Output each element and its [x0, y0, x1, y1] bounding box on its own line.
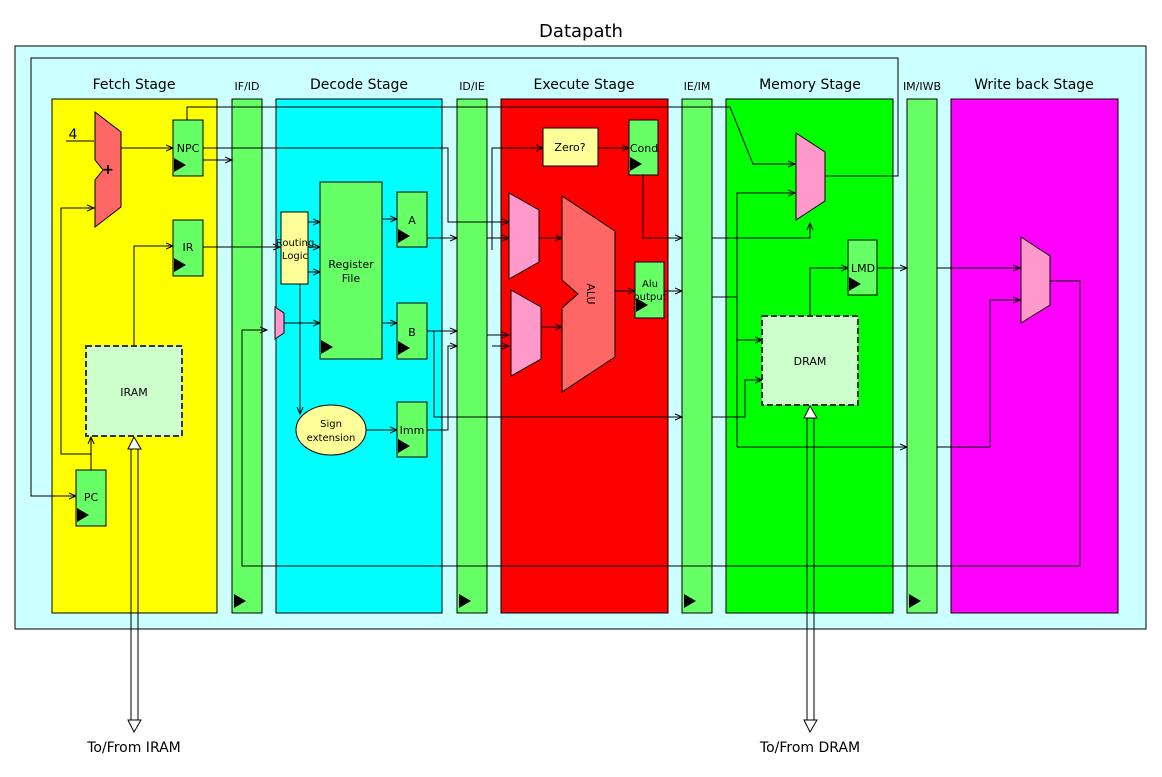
zero-check-block [542, 127, 599, 167]
sign-extension-block [295, 404, 367, 456]
alu-output-label-line2: output [634, 292, 667, 303]
clock-triangle-icon [684, 594, 696, 608]
clock-triangle-icon [459, 594, 471, 608]
ir-label: IR [183, 241, 194, 254]
register-file-label-line2: File [342, 272, 361, 285]
execute-mux-top [508, 192, 540, 280]
pc-adder [94, 110, 122, 229]
decode-stage-label: Decode Stage [310, 77, 408, 93]
dram-label: DRAM [794, 355, 827, 368]
wires [30, 57, 1081, 567]
pipeline-register-if-id [231, 98, 263, 614]
routing-logic-label-line2: Logic [282, 251, 308, 262]
routing-logic-block [280, 211, 309, 285]
if-id-label: IF/ID [235, 80, 260, 93]
pipeline-register-ie-im [681, 98, 713, 614]
alu-output-label-line1: Alu [642, 279, 658, 290]
register-a-label: A [408, 214, 416, 227]
register-imm-label: Imm [400, 424, 425, 437]
zero-check-label: Zero? [554, 141, 585, 154]
clock-triangle-icon [398, 439, 410, 453]
iram-io-label: To/From IRAM [86, 740, 181, 756]
register-file-block [319, 181, 383, 360]
clock-triangle-icon [174, 158, 186, 172]
register-b-label: B [408, 326, 416, 339]
dram-io-label: To/From DRAM [759, 740, 860, 756]
sign-extension-label-line2: extension [307, 433, 356, 444]
execute-stage-label: Execute Stage [534, 77, 635, 93]
clock-triangle-icon [630, 157, 642, 171]
iram-block [85, 345, 183, 437]
sign-extension-label-line1: Sign [320, 419, 342, 430]
clock-triangle-icon [849, 277, 861, 291]
routing-logic-label-line1: Routing [276, 238, 314, 249]
diagram-title: Datapath [539, 21, 623, 42]
register-file-label-line1: Register [328, 258, 374, 271]
constant-four: 4 [69, 127, 78, 143]
dram-block [761, 315, 859, 406]
im-iwb-label: IM/IWB [903, 80, 941, 93]
execute-mux-bottom [510, 289, 542, 377]
memory-stage-label: Memory Stage [759, 77, 861, 93]
writeback-stage-panel [950, 98, 1119, 614]
pc-label: PC [84, 491, 99, 504]
clock-triangle-icon [909, 594, 921, 608]
clock-triangle-icon [398, 229, 410, 243]
clock-triangle-icon [321, 340, 333, 354]
memory-mux [795, 132, 826, 221]
writeback-mux [1020, 236, 1051, 324]
clock-triangle-icon [234, 594, 246, 608]
clock-triangle-icon [174, 258, 186, 272]
cond-label: Cond [630, 142, 658, 155]
npc-label: NPC [177, 142, 200, 155]
id-ie-label: ID/IE [459, 80, 485, 93]
clock-triangle-icon [77, 508, 89, 522]
alu-label: ALU [584, 283, 597, 304]
pipeline-register-id-ie [456, 98, 488, 614]
pipeline-register-im-iwb [906, 98, 938, 614]
decode-mux [274, 306, 285, 340]
fetch-stage-label: Fetch Stage [93, 77, 176, 93]
dram-bus [803, 404, 818, 734]
alu-block [561, 195, 616, 393]
iram-label: IRAM [120, 386, 147, 399]
clock-triangle-icon [398, 341, 410, 355]
lmd-label: LMD [851, 262, 875, 275]
clock-triangle-icon [636, 298, 648, 312]
iram-bus [127, 435, 142, 734]
writeback-stage-label: Write back Stage [974, 77, 1094, 93]
ie-im-label: IE/IM [684, 80, 711, 93]
adder-plus-sign: + [102, 162, 114, 178]
